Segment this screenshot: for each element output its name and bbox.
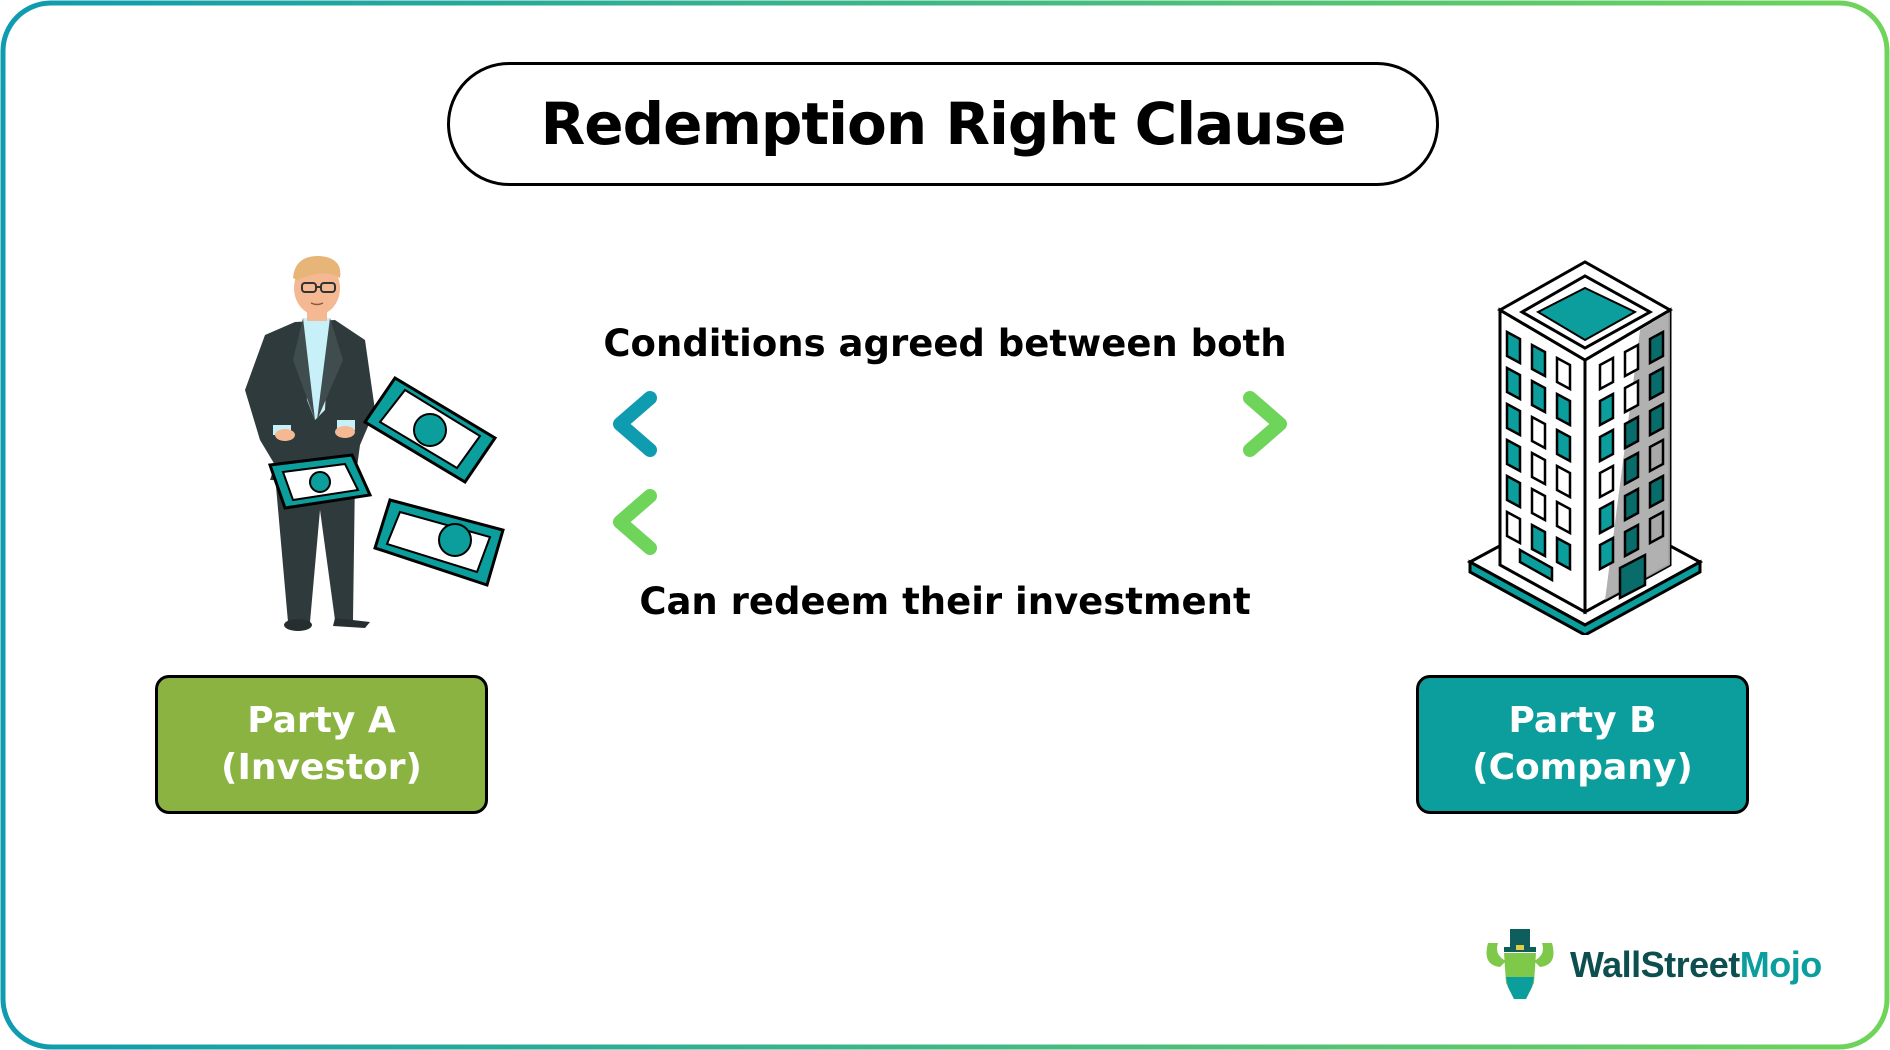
logo-text-mojo: Mojo [1739, 944, 1822, 985]
logo-text-wallstreet: WallStreet [1570, 944, 1740, 985]
redeem-label: Can redeem their investment [639, 580, 1251, 623]
money-bill-icon [362, 375, 498, 485]
brand-logo: WallStreetMojo [1480, 925, 1822, 1005]
party-b-name: Party B [1508, 699, 1657, 741]
money-bill-icon [373, 498, 505, 587]
flow-arrows [613, 391, 1287, 555]
building-icon [1466, 260, 1704, 635]
double-arrow-icon [613, 391, 1287, 457]
left-arrow-icon [613, 489, 1280, 555]
party-b-box: Party B (Company) [1416, 675, 1749, 814]
party-a-role: (Investor) [221, 746, 422, 788]
bull-logo-icon [1486, 929, 1554, 999]
investor-icon [245, 255, 505, 631]
party-a-box: Party A (Investor) [155, 675, 488, 814]
page-title: Redemption Right Clause [540, 90, 1347, 158]
title-pill: Redemption Right Clause [447, 62, 1439, 186]
money-bill-icon [267, 453, 373, 510]
party-b-role: (Company) [1472, 746, 1693, 788]
party-a-name: Party A [247, 699, 396, 741]
agreement-label: Conditions agreed between both [603, 322, 1287, 365]
